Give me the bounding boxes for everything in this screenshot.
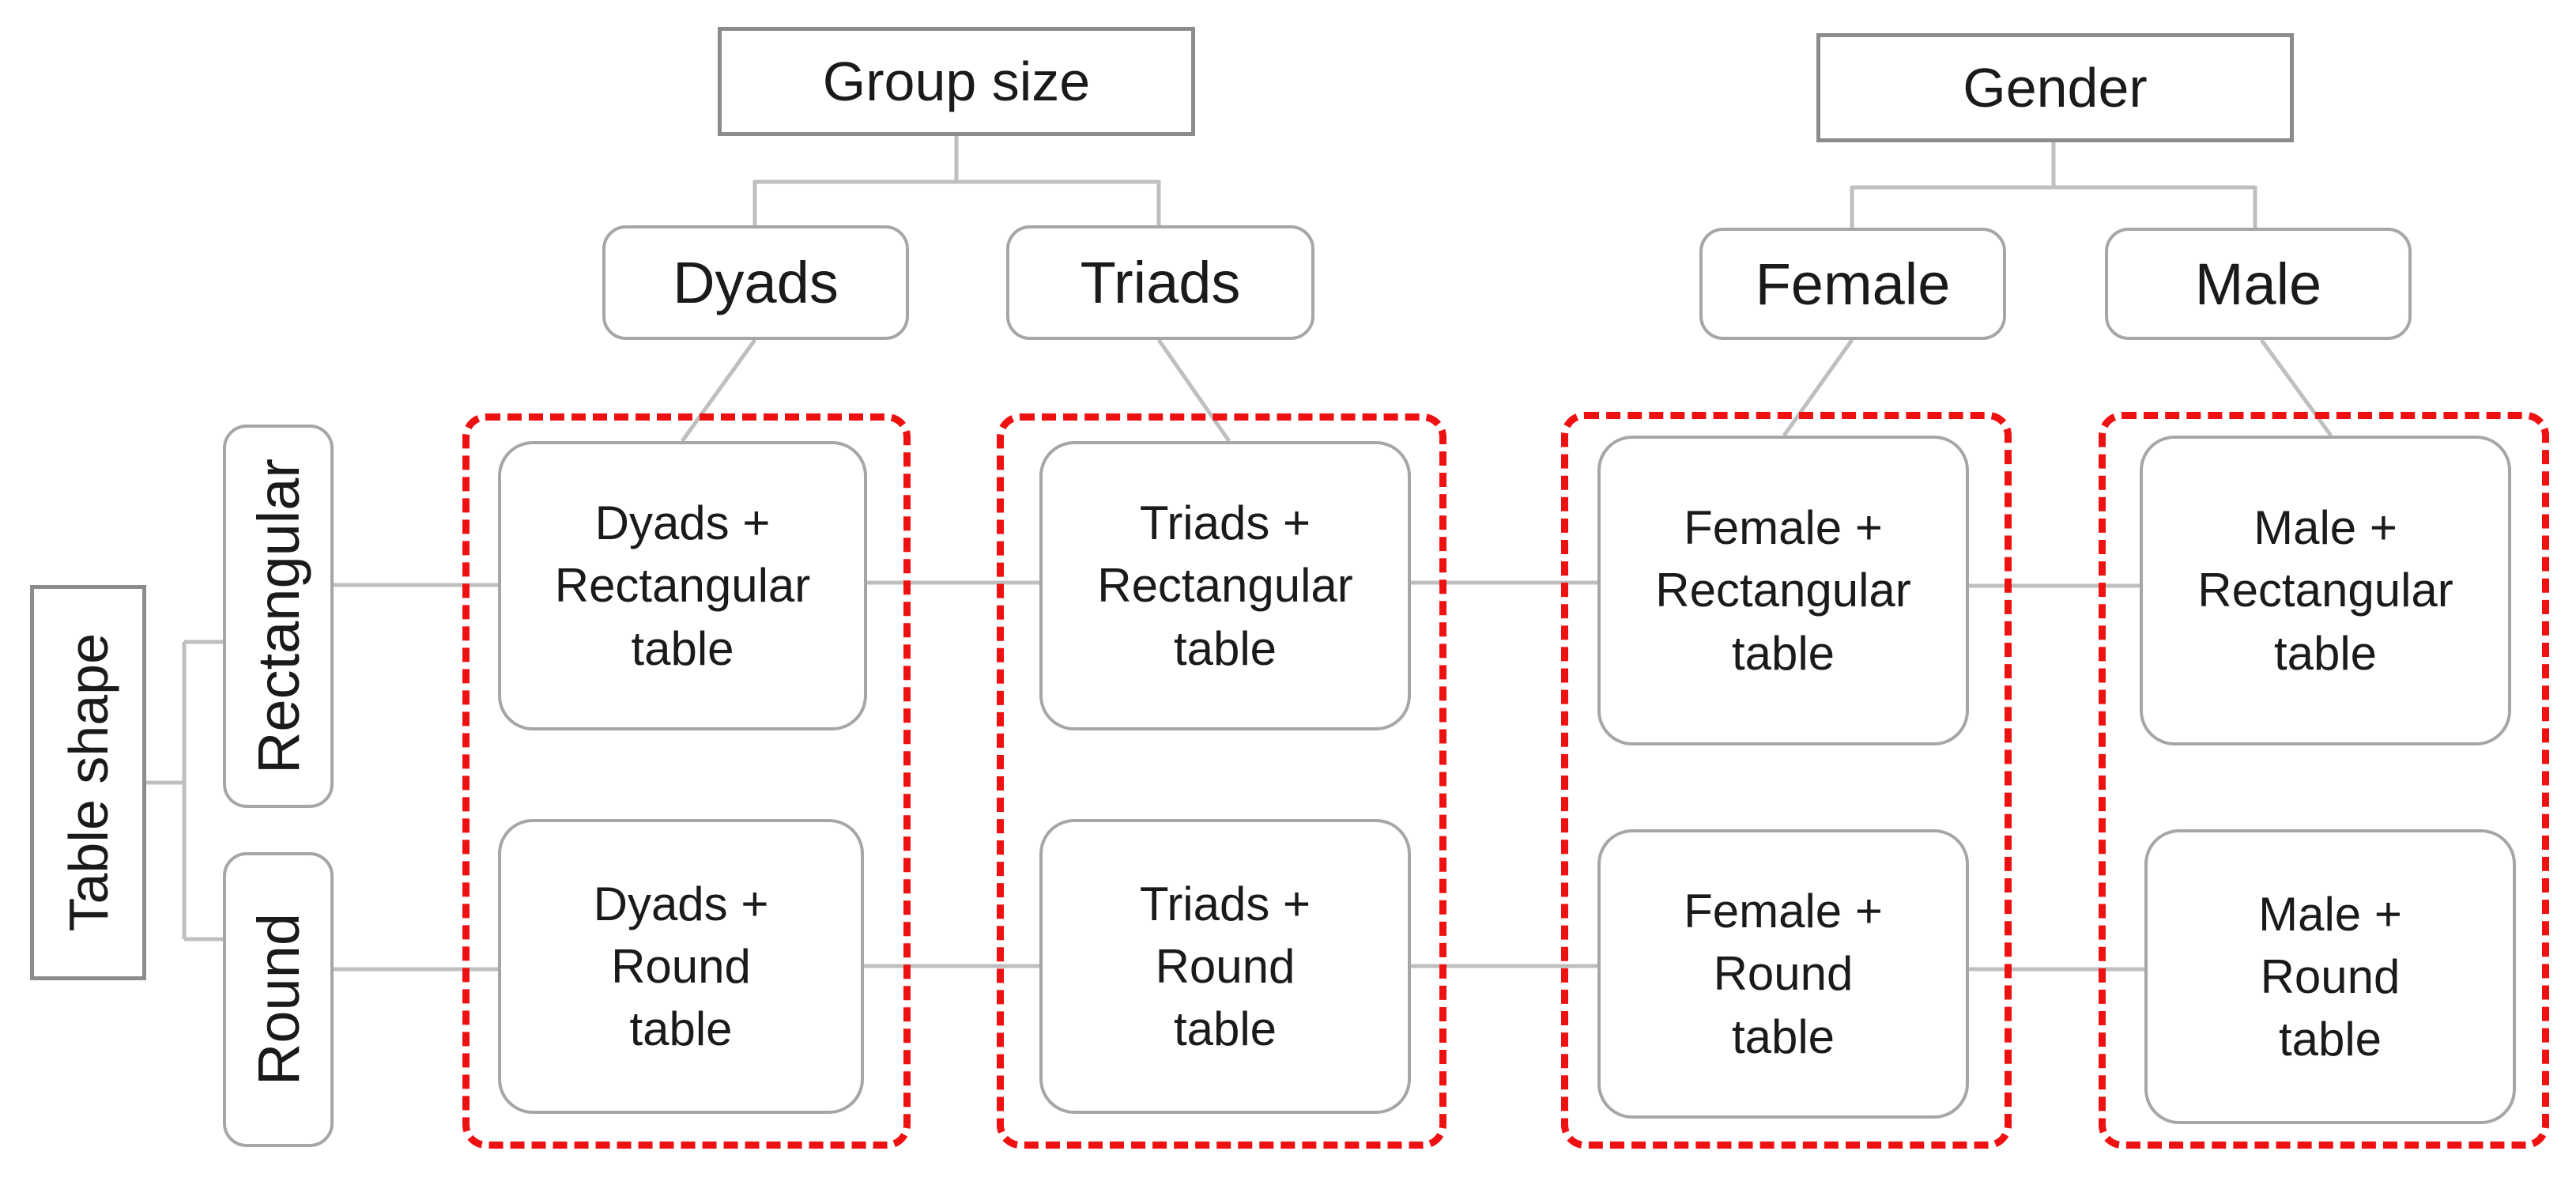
level-round-label: Round [245, 913, 311, 1086]
level-rectangular-label: Rectangular [245, 458, 311, 774]
cell-triads-round: Triads + Round table [1039, 819, 1411, 1114]
cell-line-1: Male + [2258, 887, 2402, 941]
cell-line-2: Round [1155, 939, 1296, 993]
connector-dyads-cell [680, 338, 757, 443]
cell-line-2: Rectangular [1097, 559, 1353, 613]
group-frame-triads [997, 413, 1446, 1149]
level-female-label: Female [1755, 251, 1951, 317]
cell-line-1: Triads + [1139, 877, 1311, 930]
factor-group-size: Group size [718, 27, 1195, 136]
cell-line-2: Round [611, 939, 751, 993]
cell-line-3: table [1731, 626, 1835, 680]
level-round: Round [223, 852, 334, 1147]
connector-gender [1850, 142, 2257, 228]
level-male: Male [2105, 228, 2412, 340]
connector-group-size [752, 136, 1161, 225]
connector-female-cell [1782, 338, 1854, 437]
cell-line-1: Female + [1684, 501, 1883, 555]
level-triads: Triads [1006, 225, 1314, 340]
group-frame-dyads [462, 413, 911, 1149]
level-dyads: Dyads [602, 225, 909, 340]
cell-line-2: Rectangular [554, 559, 811, 613]
cell-line-1: Dyads + [594, 496, 771, 550]
factor-gender-label: Gender [1963, 57, 2148, 119]
cell-line-3: table [1173, 1002, 1277, 1056]
cell-dyads-rectangular: Dyads + Rectangular table [498, 441, 867, 730]
cell-line-3: table [1173, 621, 1277, 675]
cell-line-2: Round [2260, 949, 2401, 1003]
cell-line-3: table [1731, 1010, 1835, 1063]
cell-line-1: Dyads + [593, 877, 769, 930]
cell-line-1: Triads + [1139, 496, 1311, 550]
cell-line-3: table [631, 621, 734, 675]
group-frame-male [2099, 412, 2549, 1149]
cell-line-3: table [629, 1002, 733, 1056]
connector-rect-row [334, 580, 2140, 588]
level-triads-label: Triads [1080, 250, 1241, 315]
cell-line-1: Female + [1684, 885, 1883, 938]
cell-line-3: table [2273, 626, 2378, 680]
cell-dyads-round: Dyads + Round table [498, 819, 864, 1114]
factor-group-size-label: Group size [822, 51, 1091, 112]
factor-table-shape-label: Table shape [57, 633, 119, 932]
cell-female-round: Female + Round table [1597, 829, 1969, 1119]
group-frame-female [1561, 412, 2012, 1149]
cell-line-2: Rectangular [1655, 564, 1911, 617]
level-rectangular: Rectangular [223, 425, 334, 808]
factor-table-shape: Table shape [30, 585, 146, 980]
cell-line-3: table [2278, 1013, 2382, 1066]
level-male-label: Male [2194, 251, 2322, 317]
cell-line-1: Male + [2254, 501, 2397, 555]
cell-female-rectangular: Female + Rectangular table [1597, 436, 1969, 745]
cell-line-2: Round [1713, 947, 1854, 1001]
cell-triads-rectangular: Triads + Rectangular table [1039, 441, 1411, 730]
cell-male-round: Male + Round table [2144, 829, 2516, 1124]
connector-table-shape [146, 640, 223, 942]
level-dyads-label: Dyads [673, 250, 839, 315]
connector-triads-cell [1156, 338, 1231, 443]
cell-male-rectangular: Male + Rectangular table [2140, 436, 2511, 745]
connector-male-cell [2259, 338, 2333, 437]
level-female: Female [1699, 228, 2006, 340]
cell-line-2: Rectangular [2197, 564, 2453, 617]
factor-gender: Gender [1816, 33, 2294, 142]
connector-round-row [334, 964, 2144, 972]
